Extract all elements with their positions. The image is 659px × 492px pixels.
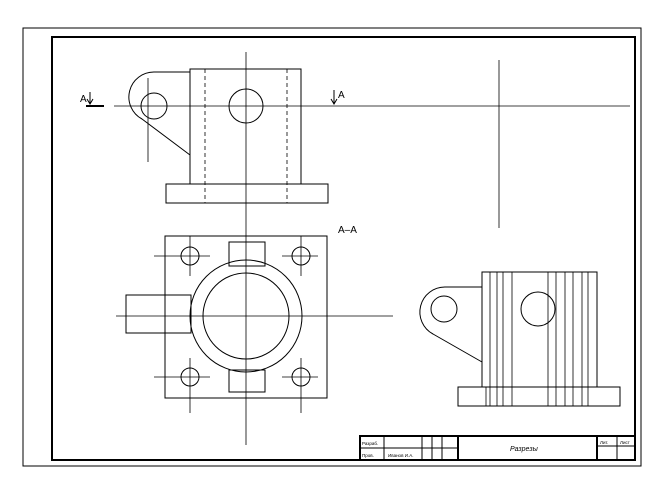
section-mark-right: A: [338, 90, 345, 101]
title-block-col-right1: Лит.: [600, 440, 608, 445]
title-block-title: Разрезы: [510, 446, 539, 453]
section-view-label: A–A: [338, 225, 357, 236]
front-view: [86, 52, 630, 445]
title-block-row2-label: Пров.: [362, 453, 374, 458]
title-block-row2-name: Иванов И.А.: [388, 453, 413, 458]
title-block: [359, 435, 636, 461]
title-block-col-right2: Лист: [620, 440, 630, 445]
title-block-row1-label: Разраб.: [362, 441, 378, 446]
side-view: [419, 271, 621, 407]
sheet-frame: [22, 27, 642, 467]
section-mark-left: A: [80, 94, 87, 105]
section-view-a-a: [116, 235, 393, 413]
